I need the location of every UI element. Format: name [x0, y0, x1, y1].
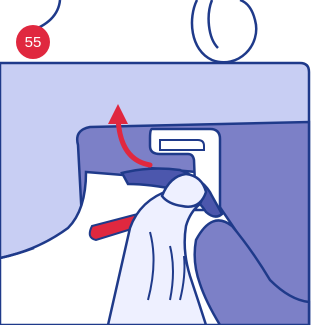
step-number: 55: [25, 35, 42, 50]
buckle-slot: [160, 140, 204, 150]
top-oval-shape: [192, 0, 256, 62]
step-number-badge: 55: [16, 25, 50, 59]
